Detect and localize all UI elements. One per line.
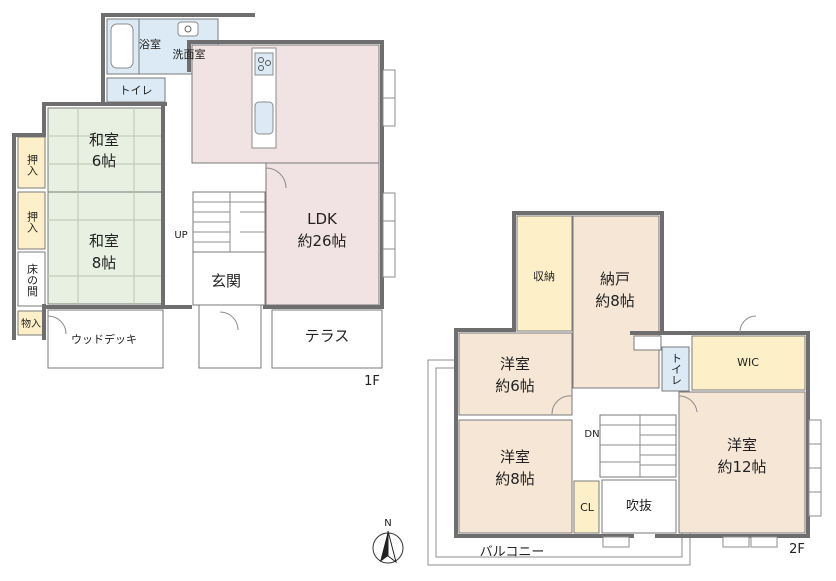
wic-room [691, 335, 806, 391]
storage-2f [516, 215, 573, 332]
label-wooddeck: ウッドデッキ [71, 332, 137, 346]
door-swing-ldk [265, 167, 287, 189]
door-swing-2f-a [551, 395, 573, 415]
label-fukinuke: 吹抜 [626, 498, 652, 514]
sink-icon [254, 101, 274, 135]
label-toilet-1f: トイレ [120, 84, 153, 97]
walls-1f [12, 13, 384, 340]
window-2f-c [808, 467, 822, 493]
bathtub-icon [110, 23, 134, 69]
fukinuke-area [601, 479, 677, 534]
window-2f-e [722, 536, 750, 548]
stair-treads-2f [600, 415, 676, 477]
washitsu-6 [47, 107, 164, 193]
window-2f-g [602, 536, 630, 548]
washitsu-8 [47, 191, 164, 305]
label-genkan: 玄関 [211, 272, 241, 290]
label-oshiire-b: 押入 [26, 210, 39, 233]
label-tokonoma: 床の間 [26, 262, 39, 297]
label-washitsu6-name: 和室 [89, 131, 119, 149]
north-arrow-icon [372, 530, 404, 564]
label-washroom: 洗面室 [173, 47, 206, 61]
label-washitsu8-size: 8帖 [92, 254, 117, 272]
label-terrace: テラス [305, 327, 350, 345]
label-north: N [384, 518, 391, 529]
label-balcony: バルコニー [480, 545, 545, 560]
kitchen-area [191, 44, 380, 164]
washbasin-icon [177, 21, 199, 37]
yoshitsu-12 [678, 391, 806, 534]
window-2f-f [750, 536, 778, 548]
wood-deck-area [47, 309, 164, 369]
window-2f-a [808, 419, 822, 445]
door-swing-genkan [219, 311, 239, 331]
label-yoshitsu12-name: 洋室 [727, 436, 757, 454]
label-ldk-size: 約26帖 [297, 232, 346, 250]
stair-treads-1f [193, 192, 265, 252]
stairs-2f [599, 414, 677, 478]
tatami-lines [48, 108, 163, 304]
label-toilet-2f: トイレ [670, 353, 683, 386]
window-1f-e [382, 248, 396, 278]
label-floor-1f: 1F [364, 374, 380, 389]
cl-room [573, 480, 600, 534]
genkan-room [192, 251, 266, 306]
door-swing-deck [47, 315, 67, 335]
door-swing-2f-b [678, 395, 698, 413]
walls-2f [454, 211, 810, 538]
oshiire-b [17, 191, 46, 250]
label-nando-size: 約8帖 [595, 292, 635, 310]
label-yoshitsu8-size: 約8帖 [495, 470, 535, 488]
label-stairs-dn: DN [584, 429, 599, 440]
toilet-2f [661, 346, 690, 392]
label-cl: CL [580, 501, 595, 514]
yoshitsu-8 [458, 419, 573, 534]
ldk-room [265, 162, 380, 306]
door-swing-2f-c [739, 315, 757, 334]
nando-room [572, 215, 660, 389]
label-yoshitsu6-name: 洋室 [500, 355, 530, 373]
yoshitsu-6 [458, 332, 573, 416]
window-2f-b [808, 443, 822, 469]
label-washitsu8-name: 和室 [89, 232, 119, 250]
label-yoshitsu6-size: 約6帖 [495, 377, 535, 395]
label-oshiire-a: 押入 [26, 153, 39, 176]
label-nando-name: 納戸 [600, 270, 630, 288]
floor-2 [427, 211, 822, 566]
window-1f-a [382, 69, 396, 99]
window-1f-d [382, 220, 396, 250]
label-monoire: 物入 [21, 317, 41, 330]
window-2f-d [808, 491, 822, 517]
label-washitsu6-size: 6帖 [92, 152, 117, 170]
window-1f-c [382, 192, 396, 222]
label-floor-2f: 2F [789, 542, 805, 557]
tokonoma [17, 251, 46, 307]
label-bath: 浴室 [139, 37, 161, 51]
label-storage-2f: 収納 [533, 270, 555, 283]
label-stairs-up: UP [174, 230, 187, 241]
oshiire-a [17, 136, 46, 189]
toilet-1f [106, 77, 166, 103]
floor-1 [12, 13, 396, 369]
label-wic: WIC [737, 356, 759, 369]
terrace-area [271, 309, 383, 369]
label-ldk-name: LDK [307, 210, 338, 228]
label-yoshitsu12-size: 約12帖 [717, 458, 766, 476]
window-1f-b [382, 97, 396, 127]
balcony-outline [427, 359, 691, 566]
label-yoshitsu8-name: 洋室 [500, 448, 530, 466]
washbasin-2f [633, 335, 662, 351]
